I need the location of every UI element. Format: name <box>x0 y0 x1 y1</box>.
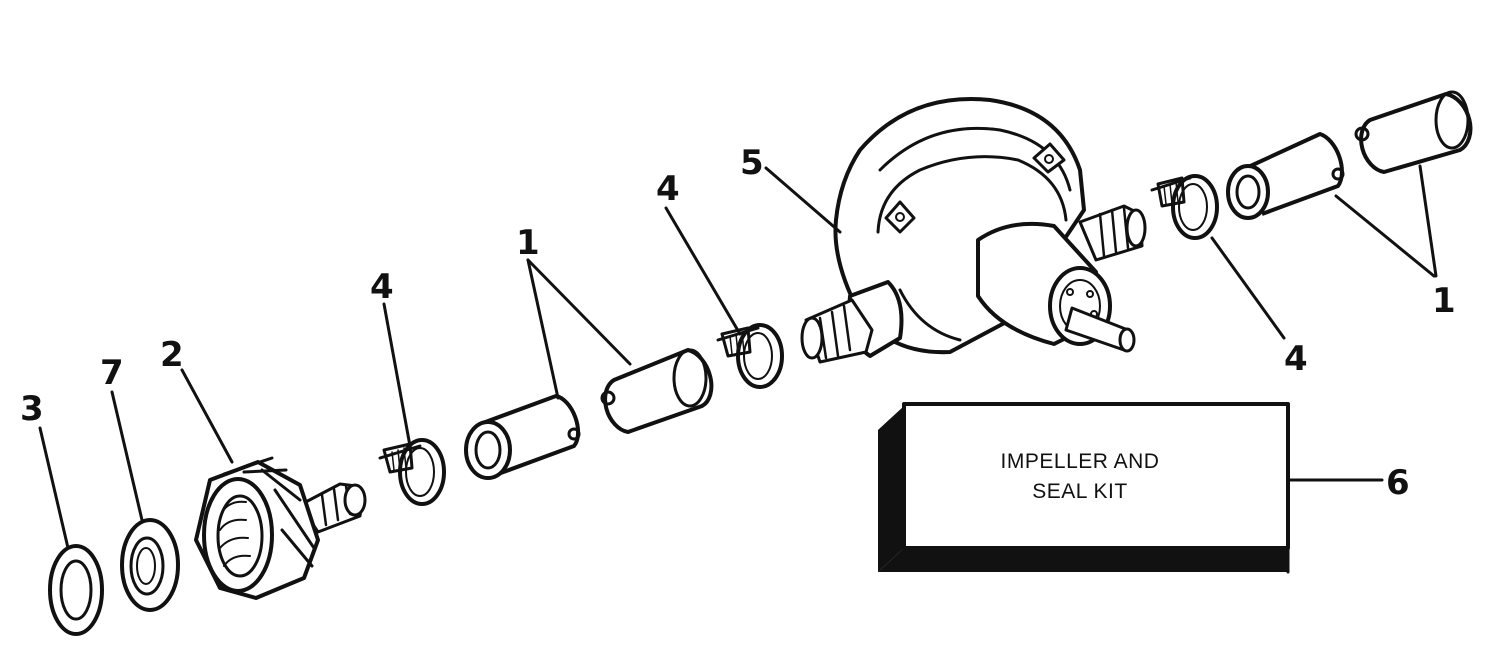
callout-5: 5 <box>740 143 764 183</box>
part-5-water-pump <box>800 97 1147 364</box>
callout-4-right: 4 <box>1284 339 1308 379</box>
part-1-hose-c <box>1226 132 1345 220</box>
part-4-clamp-b <box>716 323 784 389</box>
part-4-clamp-c <box>1150 174 1219 240</box>
callout-labels: 3 7 2 4 1 4 5 4 1 6 <box>20 143 1456 503</box>
part-2-coupling-nut <box>194 456 367 600</box>
part-7-gasket <box>120 518 180 612</box>
callout-4-left: 4 <box>370 267 394 307</box>
part-6-kit-box: IMPELLER AND SEAL KIT <box>878 402 1290 574</box>
callout-3: 3 <box>20 389 44 429</box>
callout-7: 7 <box>100 353 124 393</box>
callout-1-right: 1 <box>1432 281 1456 321</box>
part-3-washer <box>48 544 104 636</box>
callout-6: 6 <box>1386 463 1410 503</box>
callout-4-middle: 4 <box>656 169 680 209</box>
callout-1-left: 1 <box>516 223 540 263</box>
part-1-hose-a <box>464 394 581 480</box>
callout-2: 2 <box>160 335 184 375</box>
leader-lines <box>38 164 1438 550</box>
part-4-clamp-a <box>378 438 446 506</box>
part-1-hose-d <box>1354 90 1473 174</box>
kit-label-line-2: SEAL KIT <box>1032 480 1127 503</box>
part-1-hose-b <box>600 348 714 434</box>
kit-label-line-1: IMPELLER AND <box>1001 450 1160 473</box>
